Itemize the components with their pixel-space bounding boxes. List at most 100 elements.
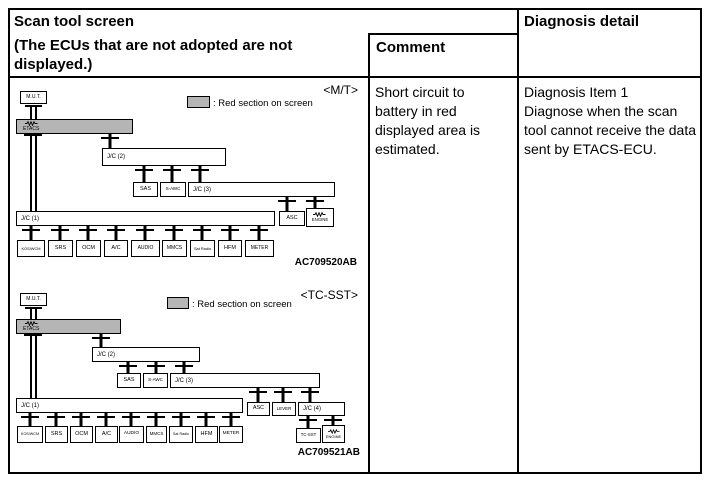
connector xyxy=(47,413,65,426)
termination-resistor-icon xyxy=(313,212,326,218)
node-sawc: S-AWC xyxy=(143,373,168,388)
connector xyxy=(222,413,240,426)
connector xyxy=(122,413,140,426)
connector xyxy=(24,134,42,136)
scan-tool-screen-note: (The ECUs that are not adopted are not d… xyxy=(14,37,293,73)
connector xyxy=(274,388,292,402)
node-etacs: ETACS xyxy=(16,119,133,134)
connector xyxy=(306,197,324,208)
table-divider-col2 xyxy=(368,33,370,474)
connector xyxy=(221,226,239,240)
connector xyxy=(119,362,137,373)
node-srs: SRS xyxy=(48,240,73,257)
connector xyxy=(193,226,211,240)
table-divider-col3 xyxy=(517,8,519,474)
connector xyxy=(165,226,183,240)
connector xyxy=(97,413,115,426)
table-border-top xyxy=(8,8,702,10)
red-section-swatch xyxy=(187,96,210,108)
bus-line xyxy=(30,336,37,398)
node-etacs-label: ETACS xyxy=(23,326,40,332)
node-meter: METER xyxy=(245,240,274,257)
node-etacs-label: ETACS xyxy=(23,126,40,132)
comment-text: Short circuit to battery in red displaye… xyxy=(375,84,481,157)
node-mut: M.U.T. xyxy=(20,293,47,306)
connector xyxy=(147,362,165,373)
node-ac: A/C xyxy=(95,426,118,443)
connector xyxy=(175,362,193,373)
diagnosis-detail-cell: Diagnosis Item 1 Diagnose when the scan … xyxy=(524,83,698,159)
node-audio: AUDIO xyxy=(131,240,160,257)
node-engine-label: ENGINE xyxy=(325,434,342,439)
node-kos-wcm: KOS/WCM xyxy=(17,240,45,257)
node-asc: ASC xyxy=(247,402,270,416)
node-engine-label: ENGINE xyxy=(311,217,329,223)
connector xyxy=(51,226,69,240)
connector xyxy=(324,416,342,428)
node-ocm: OCM xyxy=(76,240,101,257)
table-border-left xyxy=(8,8,10,474)
comment-header: Comment xyxy=(376,39,446,56)
connector xyxy=(249,388,267,402)
connector xyxy=(197,413,215,426)
node-ocm: OCM xyxy=(70,426,93,443)
connector xyxy=(22,226,40,240)
table-border-bottom xyxy=(8,472,702,474)
connector xyxy=(72,413,90,426)
connector xyxy=(25,307,42,309)
node-mmcs: MMCS xyxy=(162,240,187,257)
connector xyxy=(163,166,181,182)
node-hfm: HFM xyxy=(218,240,242,257)
red-section-swatch xyxy=(167,297,189,309)
figure-code-tcsst: AC709521AB xyxy=(297,447,360,458)
connector xyxy=(278,197,296,211)
connector xyxy=(25,105,42,107)
node-audio: AUDIO xyxy=(119,426,144,443)
bus-line xyxy=(30,136,37,212)
node-tcsst: TC-SST xyxy=(296,428,321,443)
node-jc3: J/C (3) xyxy=(170,373,320,388)
variant-label-tcsst: <TC-SST> xyxy=(300,288,358,302)
connector xyxy=(21,413,39,426)
termination-resistor-icon xyxy=(327,429,340,434)
header-row-bottom-border xyxy=(8,76,702,78)
comment-cell-top-border xyxy=(368,33,519,35)
variant-label-mt: <M/T> xyxy=(323,83,358,97)
table-border-right xyxy=(700,8,702,474)
node-sawc: S-AWC xyxy=(160,182,186,197)
node-jc3: J/C (3) xyxy=(188,182,335,197)
connector xyxy=(136,226,154,240)
connector xyxy=(101,134,119,148)
connector xyxy=(135,166,153,182)
node-meter: METER xyxy=(219,426,243,443)
figure-code-mt: AC709520AB xyxy=(294,257,357,268)
connector xyxy=(147,413,165,426)
connector xyxy=(191,166,209,182)
node-sas: SAS xyxy=(133,182,158,197)
node-etacs: ETACS xyxy=(16,319,121,334)
node-kos-wcm: KOS/WCM xyxy=(17,426,43,443)
connector xyxy=(299,416,317,428)
node-hfm: HFM xyxy=(195,426,218,443)
node-sat-radio: Sat Radio xyxy=(190,240,215,257)
node-mut: M.U.T. xyxy=(20,91,47,104)
node-srs: SRS xyxy=(45,426,68,443)
connector xyxy=(24,334,42,336)
node-jc1: J/C (1) xyxy=(16,398,243,413)
node-jc4: J/C (4) xyxy=(298,402,345,416)
scan-tool-screen-header: Scan tool screen xyxy=(14,13,135,30)
legend-label: : Red section on screen xyxy=(213,98,313,109)
connector xyxy=(301,388,319,402)
node-mmcs: MMCS xyxy=(146,426,167,443)
connector xyxy=(30,107,37,119)
node-ac: A/C xyxy=(104,240,128,257)
connector xyxy=(250,226,268,240)
connector xyxy=(107,226,125,240)
connector xyxy=(30,309,37,319)
node-lever: LEVER xyxy=(272,402,296,416)
connector xyxy=(79,226,97,240)
connector xyxy=(172,413,190,426)
node-jc2: J/C (2) xyxy=(102,148,226,166)
termination-resistor-icon xyxy=(24,121,38,126)
